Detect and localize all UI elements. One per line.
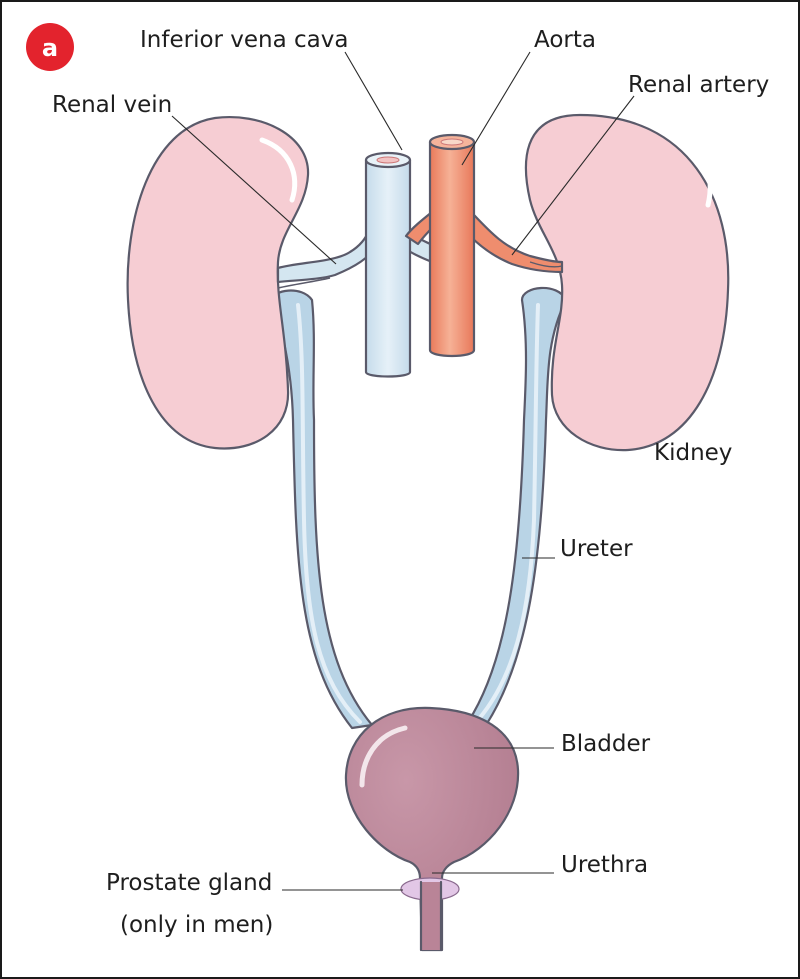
aorta-lumen [440,138,464,146]
left-kidney [126,115,310,450]
label-prostate-line1: Prostate gland [106,870,272,896]
urethra-outline [419,880,443,952]
label-ureter: Ureter [560,536,633,562]
right-kidney-highlight [677,132,713,208]
leader-aorta [461,51,531,166]
vena-cava-lumen [376,156,400,164]
badge-circle [26,23,74,71]
leader-renal-artery [511,95,635,256]
right-renal-artery-branch [529,261,563,268]
label-aorta: Aorta [534,27,596,53]
inferior-vena-cava [364,158,412,378]
label-urethra: Urethra [561,852,648,878]
urethra-tube [421,882,441,950]
right-ureter [466,286,568,727]
right-kidney [524,113,730,452]
label-kidney: Kidney [654,440,732,466]
label-renal-artery: Renal artery [628,72,769,98]
label-inferior-vena-cava: Inferior vena cava [140,27,348,53]
label-prostate-line2: (only in men) [120,912,273,938]
label-renal-vein: Renal vein [52,92,172,118]
label-bladder: Bladder [561,731,651,757]
leader-renal-vein [171,115,337,265]
left-ureter-highlight [296,303,362,724]
left-ureter [270,289,374,730]
left-kidney-highlight [259,137,298,203]
left-renal-vein-branch [277,277,331,289]
aorta-vessel [428,140,476,358]
badge-letter: a [42,34,58,62]
leader-inferior-vena-cava [344,51,403,151]
right-ureter-highlight [476,303,540,722]
bladder-highlight [359,725,408,788]
